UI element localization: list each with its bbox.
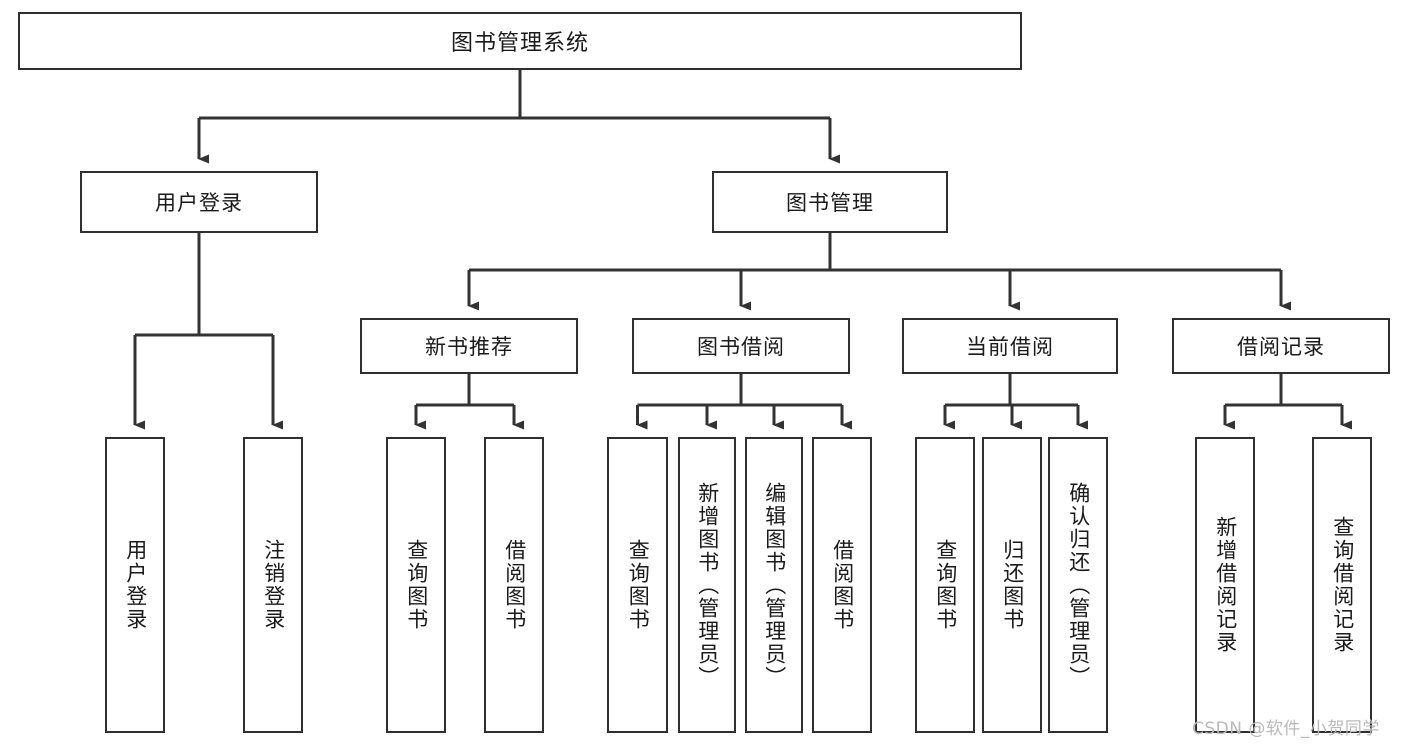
node-leaf-edit-book[interactable]: 编辑图书（管理员） [745, 437, 803, 733]
node-borrow-record[interactable]: 借阅记录 [1172, 318, 1390, 374]
node-label: 新增借阅记录 [1213, 516, 1238, 654]
node-label: 用户登录 [123, 539, 148, 631]
node-book-manage[interactable]: 图书管理 [712, 171, 948, 233]
node-label: 注销登录 [261, 539, 286, 631]
node-label: 查询图书 [404, 539, 429, 631]
node-label: 编辑图书（管理员） [762, 481, 787, 689]
node-leaf-query-book-current[interactable]: 查询图书 [915, 437, 975, 733]
node-label: 归还图书 [1000, 539, 1025, 631]
node-leaf-user-login[interactable]: 用户登录 [105, 437, 165, 733]
node-label: 图书管理系统 [450, 31, 589, 56]
csdn-watermark: CSDN @软件_小贺同学 [1192, 719, 1380, 739]
node-current-borrow[interactable]: 当前借阅 [902, 318, 1118, 374]
node-label: 当前借阅 [966, 335, 1054, 359]
node-label: 确认归还（管理员） [1066, 481, 1091, 689]
node-label: 新增图书（管理员） [695, 481, 720, 689]
node-leaf-confirm-return[interactable]: 确认归还（管理员） [1048, 437, 1108, 733]
node-root[interactable]: 图书管理系统 [18, 12, 1022, 70]
node-book-borrow[interactable]: 图书借阅 [632, 318, 850, 374]
node-label: 图书管理 [786, 191, 874, 215]
node-leaf-borrow-book-rec[interactable]: 借阅图书 [484, 437, 544, 733]
node-leaf-query-borrow-record[interactable]: 查询借阅记录 [1312, 437, 1372, 733]
node-leaf-query-book-rec[interactable]: 查询图书 [386, 437, 446, 733]
node-label: 借阅图书 [830, 539, 855, 631]
node-leaf-query-book-borrow[interactable]: 查询图书 [607, 437, 668, 733]
node-new-book-recommend[interactable]: 新书推荐 [360, 318, 578, 374]
node-label: 借阅记录 [1237, 335, 1325, 359]
node-label: 查询图书 [933, 539, 958, 631]
node-label: 图书借阅 [697, 335, 785, 359]
node-leaf-add-borrow-record[interactable]: 新增借阅记录 [1195, 437, 1255, 733]
node-leaf-add-book[interactable]: 新增图书（管理员） [678, 437, 736, 733]
node-user-login[interactable]: 用户登录 [80, 171, 318, 233]
node-leaf-logout-login[interactable]: 注销登录 [243, 437, 303, 733]
node-label: 查询图书 [626, 539, 651, 631]
node-label: 借阅图书 [502, 539, 527, 631]
node-leaf-borrow-book[interactable]: 借阅图书 [812, 437, 872, 733]
node-label: 用户登录 [155, 191, 243, 215]
node-leaf-return-book[interactable]: 归还图书 [982, 437, 1042, 733]
node-label: 查询借阅记录 [1330, 516, 1355, 654]
node-label: 新书推荐 [425, 335, 513, 359]
